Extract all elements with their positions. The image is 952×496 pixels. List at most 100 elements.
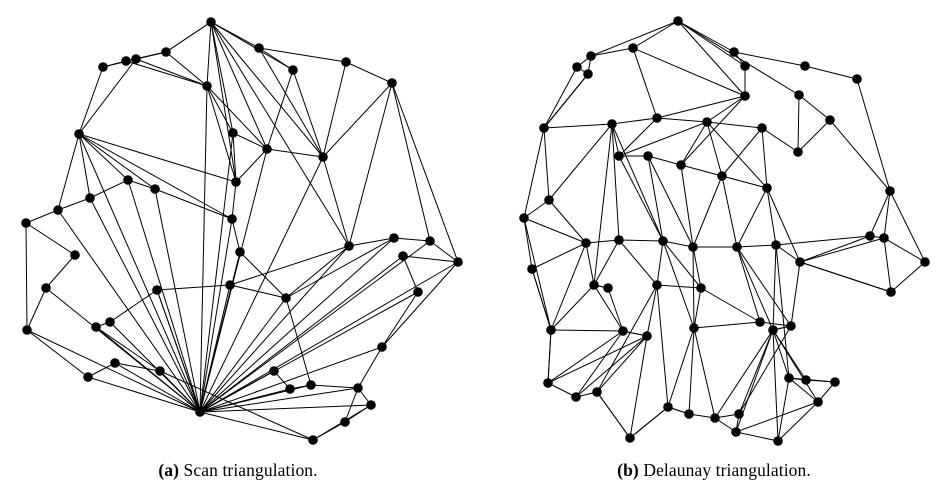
triangulation-edge — [78, 133, 233, 220]
triangulation-edge — [266, 69, 294, 150]
triangulation-edge — [87, 362, 116, 378]
triangulation-edge — [206, 85, 268, 150]
triangulation-edge — [890, 261, 926, 293]
triangulation-edge — [706, 121, 723, 177]
triangulation-vertex — [589, 280, 599, 290]
triangulation-edge — [78, 133, 91, 199]
triangulation-edge — [322, 61, 347, 158]
triangulation-edge — [775, 244, 801, 263]
triangulation-vertex — [583, 69, 593, 79]
triangulation-edge — [135, 51, 167, 60]
triangulation-edge — [543, 66, 578, 129]
triangulation-edge — [210, 21, 234, 134]
triangulation-vertex — [544, 195, 554, 205]
triangulation-edge — [618, 239, 658, 286]
triangulation-edge — [593, 284, 624, 332]
triangulation-edge — [285, 237, 395, 299]
triangulation-edge — [357, 346, 383, 389]
triangulation-edge — [78, 133, 201, 413]
triangulation-edge — [777, 401, 819, 442]
triangulation-vertex — [70, 250, 80, 260]
triangulation-edge — [199, 245, 350, 413]
triangulation-vertex — [21, 218, 31, 228]
triangulation-edge — [402, 255, 459, 263]
panel-delaunay-triangulation: (b) Delaunay triangulation. — [476, 0, 952, 496]
triangulation-vertex — [684, 409, 694, 419]
triangulation-vertex — [794, 90, 804, 100]
triangulation-vertex — [269, 366, 279, 376]
triangulation-vertex — [453, 257, 463, 267]
triangulation-edge — [165, 51, 208, 87]
triangulation-edge — [26, 329, 201, 413]
triangulation-edge — [788, 377, 819, 403]
triangulation-edge — [199, 132, 234, 413]
triangulation-edge — [766, 187, 777, 246]
triangulation-vertex — [757, 123, 767, 133]
triangulation-edge — [210, 21, 294, 71]
triangulation-edge — [391, 82, 431, 242]
triangulation-edge — [692, 175, 723, 248]
triangulation-vertex — [206, 17, 216, 27]
triangulation-edge — [402, 255, 419, 293]
triangulation-edge — [547, 330, 624, 384]
triangulation-edge — [26, 287, 47, 331]
triangulation-vertex — [642, 331, 652, 341]
triangulation-vertex — [254, 43, 264, 53]
triangulation-edge — [199, 297, 287, 413]
triangulation-vertex — [652, 280, 662, 290]
triangulation-vertex — [607, 119, 617, 129]
triangulation-edge — [258, 47, 294, 71]
delaunay-triangulation-plot — [519, 16, 930, 446]
triangulation-edge — [87, 376, 201, 413]
triangulation-vertex — [729, 47, 739, 57]
triangulation-edge — [596, 284, 658, 393]
triangulation-vertex — [98, 62, 108, 72]
triangulation-vertex — [546, 325, 556, 335]
triangulation-edge — [199, 387, 359, 413]
triangulation-edge — [721, 175, 738, 248]
triangulation-edge — [531, 268, 552, 331]
triangulation-edge — [57, 197, 91, 211]
triangulation-edge — [804, 65, 858, 80]
triangulation-vertex — [527, 264, 537, 274]
triangulation-edge — [531, 242, 587, 270]
triangulation-edge — [345, 61, 393, 84]
triangulation-vertex — [618, 326, 628, 336]
triangulation-vertex — [105, 317, 115, 327]
triangulation-vertex — [886, 287, 896, 297]
triangulation-vertex — [22, 325, 32, 335]
caption-b-tag: (b) — [617, 460, 639, 480]
triangulation-edge — [721, 175, 768, 189]
triangulation-edge — [523, 199, 550, 219]
triangulation-vertex — [771, 240, 781, 250]
triangulation-edge — [543, 123, 613, 129]
caption-a-tag: (a) — [158, 460, 180, 480]
triangulation-vertex — [825, 115, 835, 125]
triangulation-edge — [662, 240, 702, 289]
edge-layer — [523, 20, 926, 442]
triangulation-vertex — [306, 380, 316, 390]
triangulation-edge — [78, 133, 156, 190]
triangulation-edge — [322, 156, 350, 247]
caption-a-text: Scan triangulation. — [183, 460, 318, 480]
triangulation-edge — [700, 287, 761, 323]
triangulation-edge — [632, 47, 746, 97]
vertex-layer — [21, 17, 463, 445]
triangulation-vertex — [663, 402, 673, 412]
triangulation-edge — [766, 187, 801, 263]
triangulation-vertex — [131, 54, 141, 64]
triangulation-edge — [677, 20, 746, 97]
triangulation-edge — [856, 78, 891, 192]
triangulation-edge — [523, 127, 545, 219]
triangulation-vertex — [41, 283, 51, 293]
triangulation-edge — [761, 127, 799, 153]
triangulation-edge — [611, 123, 620, 157]
triangulation-edge — [310, 384, 359, 389]
triangulation-vertex — [614, 235, 624, 245]
triangulation-edge — [618, 117, 658, 157]
triangulation-vertex — [288, 65, 298, 75]
triangulation-edge — [25, 209, 59, 224]
triangulation-vertex — [755, 317, 765, 327]
triangulation-edge — [78, 58, 137, 135]
